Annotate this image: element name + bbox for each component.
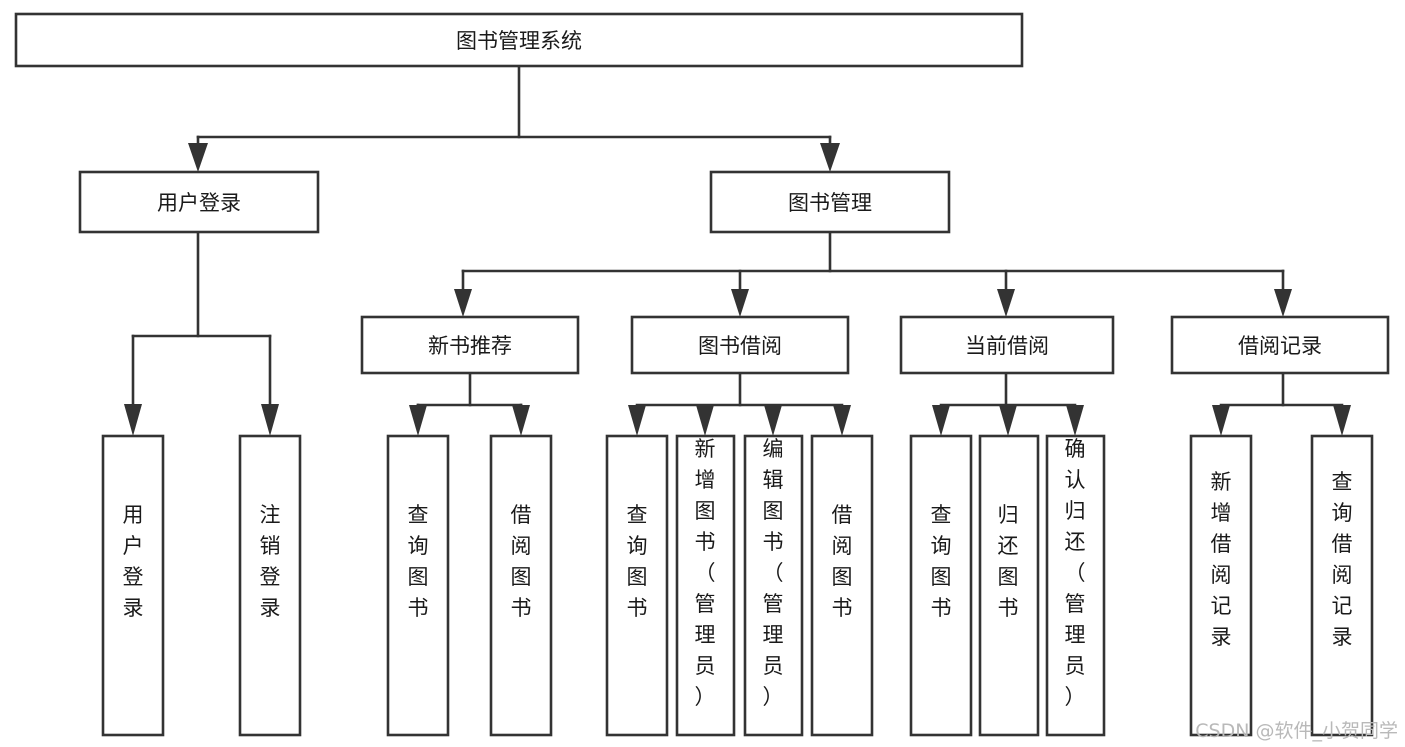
leaf-label: 归还图书 [998, 503, 1019, 620]
node-borrow-record-label: 借阅记录 [1238, 334, 1322, 358]
leaf-node[interactable]: 编辑图书（管理员） [743, 434, 804, 737]
leaf-node[interactable]: 注销登录 [238, 434, 302, 737]
node-new-book-recommend-label: 新书推荐 [428, 334, 512, 358]
connector-group-current [932, 371, 1084, 436]
node-current-borrow[interactable]: 当前借阅 [899, 315, 1115, 375]
arrow-head-to-book-manage [820, 143, 840, 172]
leaf-node[interactable]: 新增借阅记录 [1189, 434, 1253, 737]
leaf-box[interactable] [386, 434, 450, 737]
connector-group-new-book [409, 371, 530, 436]
arrow-head-leaf-11 [1212, 405, 1230, 436]
arrow-head-leaf-2 [409, 405, 427, 436]
arrow-head-to-user-login [188, 143, 208, 172]
arrow-head-leaf-10 [1066, 405, 1084, 436]
node-borrow-record[interactable]: 借阅记录 [1170, 315, 1390, 375]
node-new-book-recommend[interactable]: 新书推荐 [360, 315, 580, 375]
node-current-borrow-label: 当前借阅 [965, 334, 1049, 358]
leaf-node[interactable]: 归还图书 [978, 434, 1040, 737]
watermark-label: CSDN @软件_小贺同学 [1195, 720, 1398, 742]
arrow-head-to-new-book [454, 289, 472, 317]
leaf-label: 确认归还（管理员） [1065, 437, 1086, 709]
leaf-label: 查询图书 [408, 503, 429, 620]
leaf-box[interactable] [238, 434, 302, 737]
arrow-head-leaf-5 [696, 405, 714, 436]
connector-group-record [1212, 371, 1351, 436]
node-root-label: 图书管理系统 [456, 29, 582, 53]
leaf-box[interactable] [675, 434, 736, 737]
leaf-label: 查询图书 [931, 503, 952, 620]
node-book-manage-label: 图书管理 [788, 191, 872, 215]
arrow-head-leaf-3 [512, 405, 530, 436]
node-book-borrow-box[interactable] [630, 315, 850, 375]
arrow-head-to-borrow [731, 289, 749, 317]
leaf-label: 借阅图书 [832, 503, 853, 620]
leaf-label: 查询图书 [627, 503, 648, 620]
leaf-node[interactable]: 查询图书 [386, 434, 450, 737]
leaf-label: 用户登录 [123, 503, 144, 620]
leaf-box[interactable] [978, 434, 1040, 737]
node-user-login[interactable]: 用户登录 [78, 170, 320, 234]
arrow-head-leaf-4 [628, 405, 646, 436]
leaf-box[interactable] [909, 434, 973, 737]
leaf-node[interactable]: 用户登录 [101, 434, 165, 737]
leaf-box[interactable] [810, 434, 874, 737]
leaf-label: 注销登录 [260, 503, 281, 620]
node-book-manage[interactable]: 图书管理 [709, 170, 951, 234]
leaf-box[interactable] [1189, 434, 1253, 737]
arrow-head-to-current [997, 289, 1015, 317]
leaf-label: 查询借阅记录 [1332, 470, 1353, 649]
arrow-head-leaf-7 [833, 405, 851, 436]
leaf-node[interactable]: 查询图书 [605, 434, 669, 737]
arrow-head-leaf-8 [932, 405, 950, 436]
node-current-borrow-box[interactable] [899, 315, 1115, 375]
leaf-node[interactable]: 新增图书（管理员） [675, 434, 736, 737]
leaf-node[interactable]: 借阅图书 [489, 434, 553, 737]
leaf-node[interactable]: 查询借阅记录 [1310, 434, 1374, 737]
leaf-label: 新增借阅记录 [1211, 470, 1232, 649]
connector-group-book-manage [454, 230, 1292, 317]
node-book-manage-box[interactable] [709, 170, 951, 234]
leaf-label: 编辑图书（管理员） [763, 437, 784, 709]
leaf-label: 借阅图书 [511, 503, 532, 620]
connector-group-user-login [124, 230, 279, 436]
leaf-node[interactable]: 确认归还（管理员） [1045, 434, 1106, 737]
node-borrow-record-box[interactable] [1170, 315, 1390, 375]
node-root-box[interactable] [14, 12, 1024, 68]
arrow-head-leaf-0 [124, 404, 142, 436]
node-book-borrow-label: 图书借阅 [698, 334, 782, 358]
leaf-label: 新增图书（管理员） [695, 437, 716, 709]
node-root[interactable]: 图书管理系统 [14, 12, 1024, 68]
leaf-box[interactable] [489, 434, 553, 737]
connector-group-borrow [628, 371, 851, 436]
arrow-head-leaf-12 [1333, 405, 1351, 436]
node-new-book-recommend-box[interactable] [360, 315, 580, 375]
leaf-node[interactable]: 借阅图书 [810, 434, 874, 737]
leaf-box[interactable] [101, 434, 165, 737]
node-user-login-label: 用户登录 [157, 191, 241, 215]
leaf-box[interactable] [1310, 434, 1374, 737]
leaf-box[interactable] [1045, 434, 1106, 737]
arrow-head-leaf-9 [999, 405, 1017, 436]
arrow-head-to-record [1274, 289, 1292, 317]
node-user-login-box[interactable] [78, 170, 320, 234]
leaf-box[interactable] [743, 434, 804, 737]
connector-group-root [188, 64, 840, 172]
leaf-box[interactable] [605, 434, 669, 737]
arrow-head-leaf-1 [261, 404, 279, 436]
leaf-node[interactable]: 查询图书 [909, 434, 973, 737]
arrow-head-leaf-6 [764, 405, 782, 436]
node-book-borrow[interactable]: 图书借阅 [630, 315, 850, 375]
